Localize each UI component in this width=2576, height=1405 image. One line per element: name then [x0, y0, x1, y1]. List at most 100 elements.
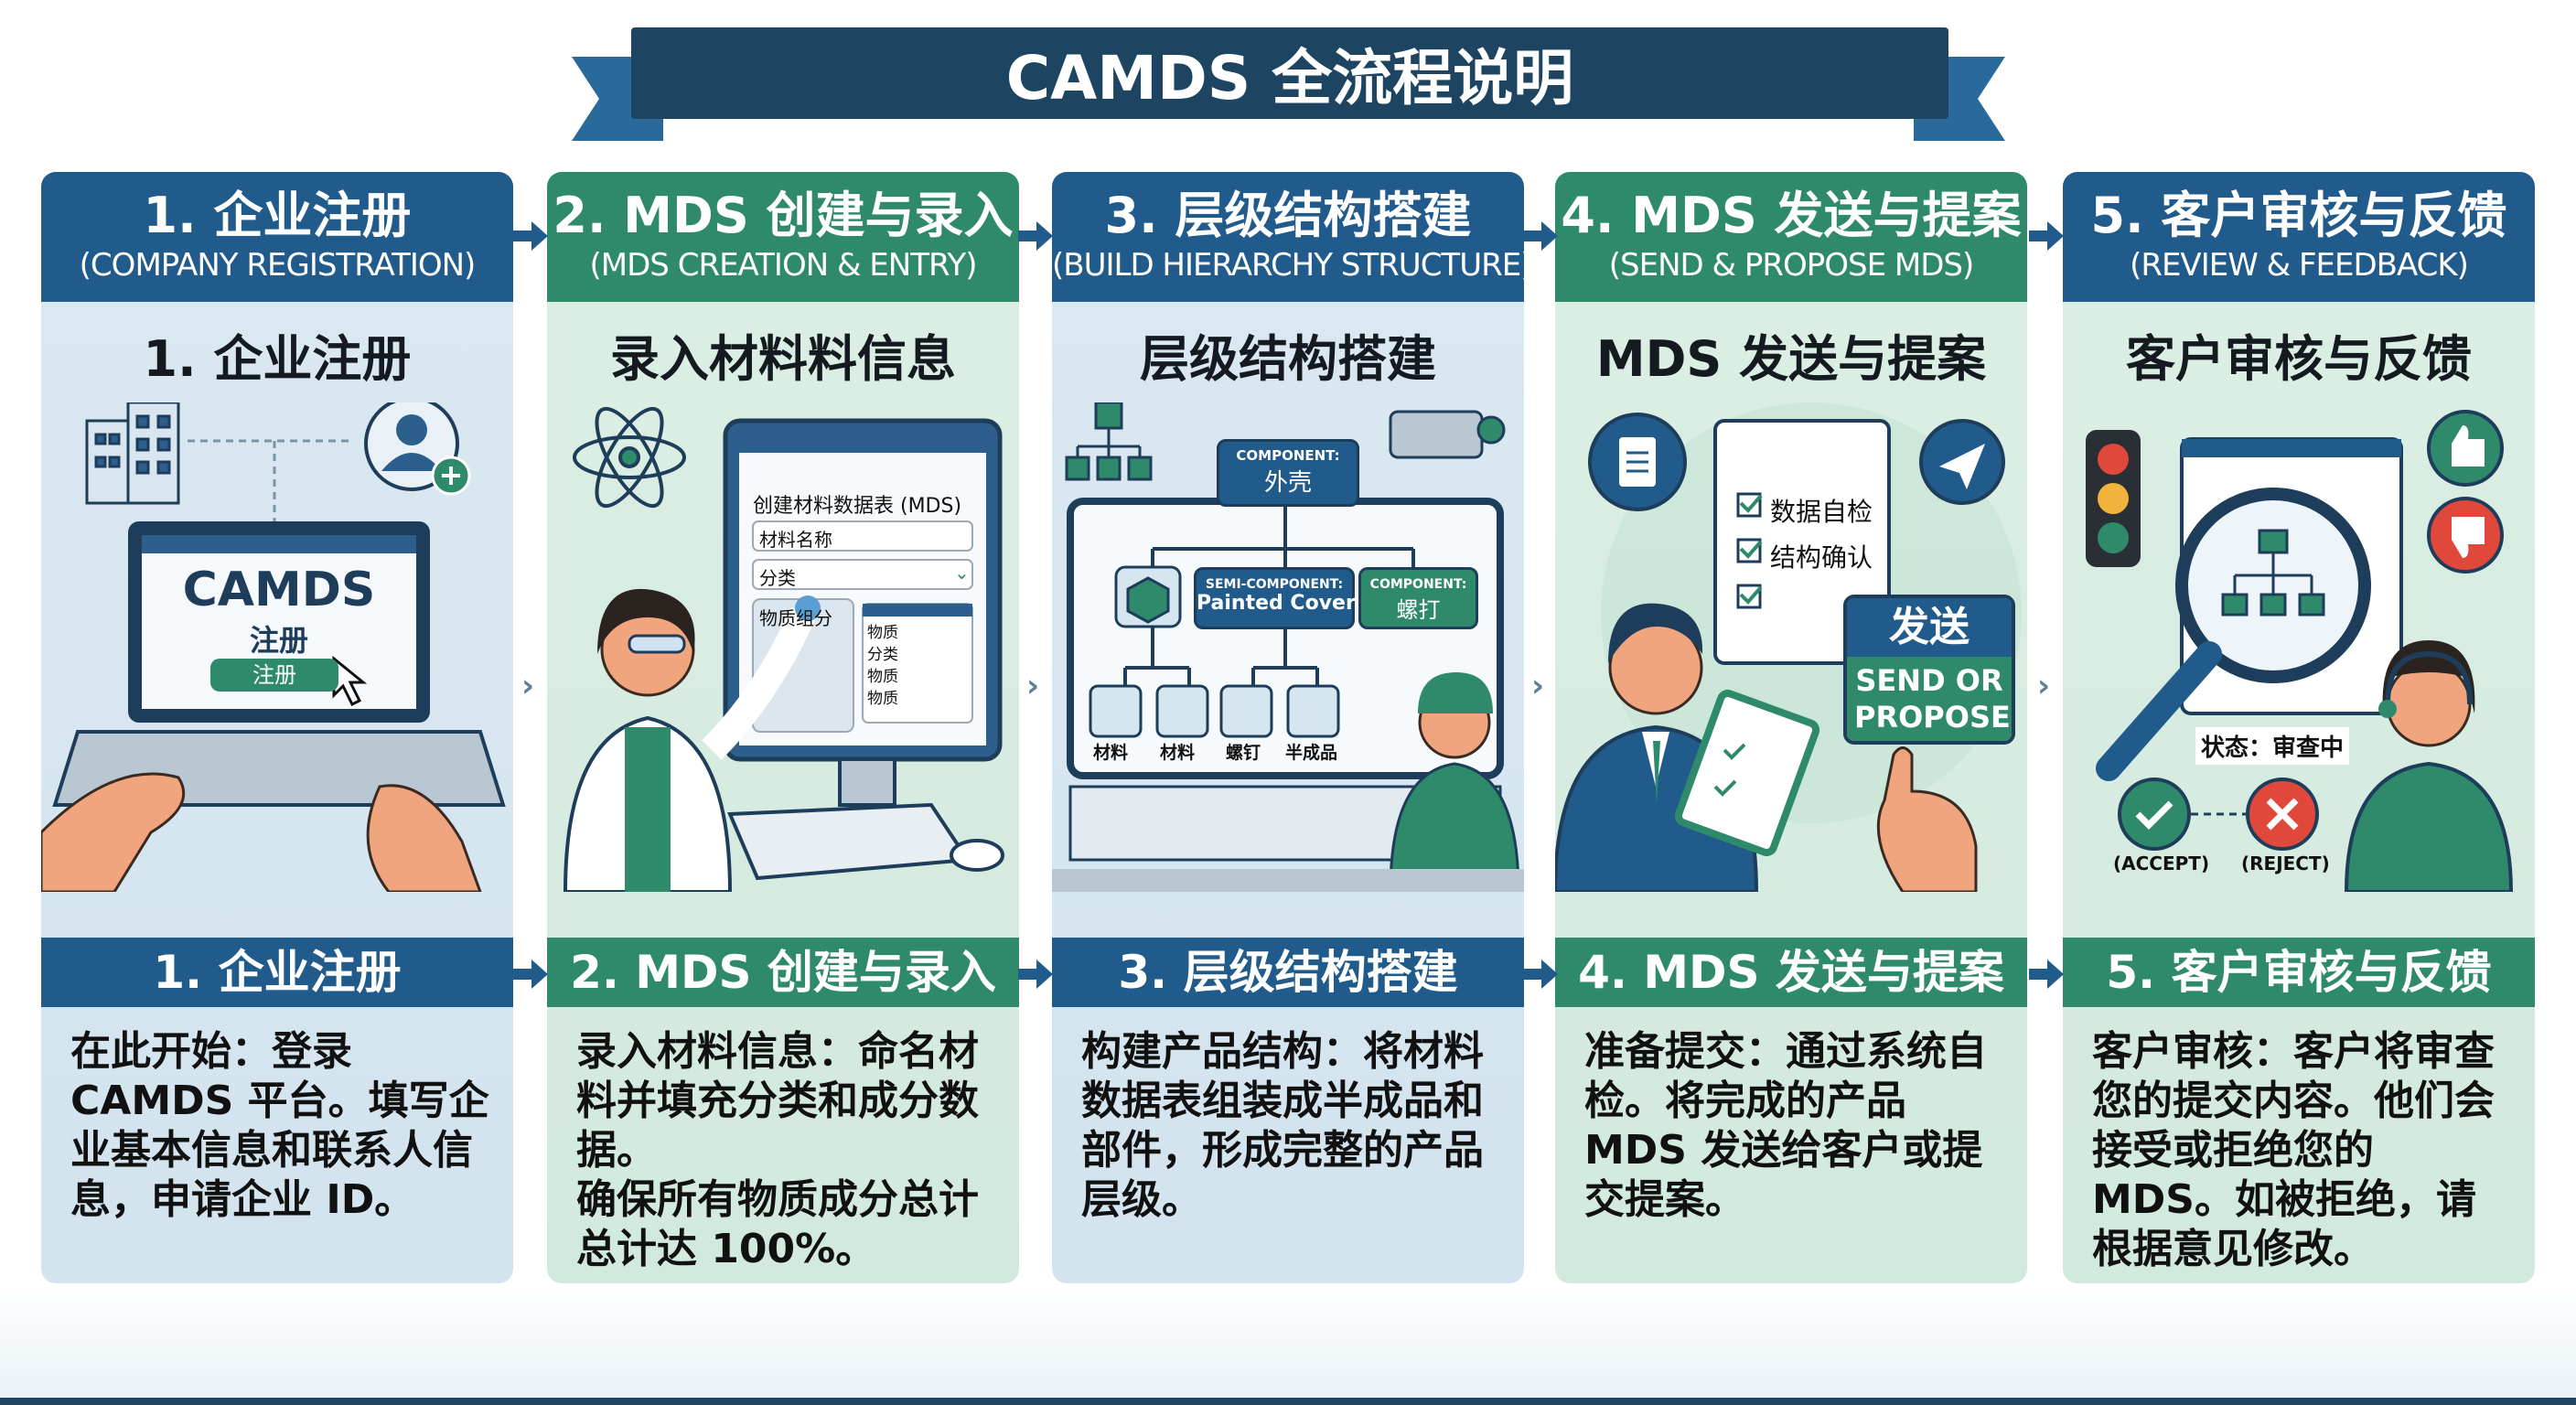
- step-description: 构建产品结构：将材料数据表组装成半成品和部件，形成完整的产品层级。: [1081, 1028, 1484, 1223]
- chevron-right-icon: ›: [521, 668, 535, 704]
- category-select[interactable]: 分类: [759, 567, 796, 589]
- leaf-label: 材料: [1093, 743, 1129, 763]
- step-heading: MDS 发送与提案: [1595, 330, 1987, 388]
- node-name: Painted Cover: [1197, 592, 1356, 615]
- step-header: 4. MDS 发送与提案 (SEND & PROPOSE MDS): [1555, 172, 2027, 302]
- monitor-icon: [723, 418, 1004, 881]
- page-title: CAMDS 全流程说明: [631, 27, 1948, 119]
- arrow-right-icon: [2029, 221, 2064, 251]
- step-bar: 1. 企业注册: [41, 938, 513, 1007]
- node-name: 外壳: [1263, 469, 1312, 497]
- hand-left: [41, 772, 186, 894]
- node-type: SEMI-COMPONENT:: [1205, 577, 1344, 592]
- list-item: 分类: [867, 646, 898, 664]
- reject-label: (REJECT): [2241, 853, 2330, 874]
- add-user-icon: [364, 396, 471, 496]
- step-3-panel: 3. 层级结构搭建 (BUILD HIERARCHY STRUCTURE) 层级…: [1052, 172, 1524, 1283]
- hierarchy-illustration: COMPONENT: 外壳 SEMI-COMPONENT: Painted Co…: [1052, 401, 1524, 894]
- thumbs-down-icon[interactable]: [2427, 497, 2504, 574]
- step-header: 2. MDS 创建与录入 (MDS CREATION & ENTRY): [547, 172, 1019, 302]
- step-bar: 2. MDS 创建与录入: [547, 938, 1019, 1007]
- arrow-right-icon: [1018, 960, 1053, 989]
- chevron-down-icon[interactable]: ⌄: [954, 562, 970, 584]
- cursor-icon: [332, 655, 368, 707]
- atom-icon: [573, 406, 686, 509]
- leaf-label: 螺钉: [1226, 743, 1261, 763]
- screen-title: CAMDS: [182, 563, 376, 617]
- send-or-propose-label: SEND OR PROPOSE: [1847, 657, 2012, 741]
- step-bar: 4. MDS 发送与提案: [1555, 938, 2027, 1007]
- paper-plane-icon: [1919, 419, 2005, 505]
- document-icon: [1588, 413, 1687, 511]
- scientist-icon: [563, 588, 821, 894]
- worker-icon: [1389, 672, 1520, 894]
- review-illustration: 状态：审查中 (ACCEPT) (REJECT): [2063, 402, 2535, 894]
- step-5-panel: 5. 客户审核与反馈 (REVIEW & FEEDBACK) 客户审核与反馈: [2063, 172, 2535, 1283]
- step-heading: 层级结构搭建: [1140, 330, 1436, 388]
- chevron-right-icon: ›: [1531, 668, 1545, 704]
- send-illustration: 数据自检 结构确认 发送 SEND OR PROPOSE: [1555, 402, 2027, 894]
- magnifier-icon: [2096, 488, 2371, 781]
- chevron-right-icon: ›: [1026, 668, 1040, 704]
- semi-component-node: SEMI-COMPONENT: Painted Cover: [1194, 567, 1356, 629]
- clipboard-icon: [1674, 689, 1820, 857]
- arrow-right-icon: [513, 221, 548, 251]
- thumbs-up-icon[interactable]: [2427, 410, 2504, 487]
- step-title-en: (REVIEW & FEEDBACK): [2130, 247, 2469, 284]
- list-item: 物质: [867, 668, 898, 686]
- step-bar: 5. 客户审核与反馈: [2063, 938, 2535, 1007]
- robot-arm-icon: [1389, 410, 1506, 459]
- leaf-label: 半成品: [1285, 743, 1338, 763]
- step-description: 在此开始：登录 CAMDS 平台。填写企业基本信息和联系人信息，申请企业 ID。: [70, 1028, 489, 1223]
- root-component-node: COMPONENT: 外壳: [1217, 439, 1359, 507]
- arrow-right-icon: [513, 960, 548, 989]
- register-button[interactable]: 注册: [210, 659, 338, 692]
- mds-entry-illustration: 创建材料数据表 (MDS) 材料名称 分类 ⌄ 物质组分 物质 分类 物质 物质: [547, 402, 1019, 894]
- step-title-en: (BUILD HIERARCHY STRUCTURE): [1052, 247, 1524, 284]
- step-title-en: (MDS CREATION & ENTRY): [589, 247, 978, 284]
- check-item: 结构确认: [1770, 542, 1873, 573]
- registration-illustration: CAMDS 注册 注册: [41, 396, 513, 894]
- step-heading: 1. 企业注册: [143, 330, 412, 388]
- step-title-en: (SEND & PROPOSE MDS): [1608, 247, 1974, 284]
- step-header: 1. 企业注册 (COMPANY REGISTRATION): [41, 172, 513, 302]
- check-item: 数据自检: [1770, 497, 1873, 527]
- step-description: 录入材料信息：命名材料并填充分类和成分数据。 确保所有物质成分总计总计达 100…: [576, 1028, 979, 1272]
- form-title: 创建材料数据表 (MDS): [753, 495, 962, 518]
- step-title: 3. 层级结构搭建: [1104, 187, 1472, 244]
- node-name: 螺打: [1396, 597, 1441, 623]
- list-item: 物质: [867, 624, 898, 642]
- step-title: 2. MDS 创建与录入: [553, 187, 1014, 244]
- step-heading: 客户审核与反馈: [2126, 330, 2472, 388]
- arrow-right-icon: [1523, 221, 1558, 251]
- arrow-right-icon: [1018, 221, 1053, 251]
- accept-label: (ACCEPT): [2113, 853, 2210, 874]
- pointing-hand: [1876, 746, 1978, 894]
- step-description: 客户审核：客户将审查您的提交内容。他们会接受或拒绝您的 MDS。如被拒绝，请根据…: [2092, 1028, 2495, 1272]
- substance-field[interactable]: 物质组分: [759, 607, 832, 629]
- step-title-en: (COMPANY REGISTRATION): [79, 247, 477, 284]
- review-status: 状态：审查中: [2195, 727, 2350, 765]
- arrow-right-icon: [2029, 960, 2064, 989]
- building-icon: [85, 401, 180, 505]
- node-type: COMPONENT:: [1369, 577, 1467, 592]
- node-type: COMPONENT:: [1236, 447, 1340, 464]
- step-2-panel: 2. MDS 创建与录入 (MDS CREATION & ENTRY) 录入材料…: [547, 172, 1019, 1283]
- step-title: 5. 客户审核与反馈: [2090, 187, 2507, 244]
- bottom-strip: [0, 1398, 2576, 1405]
- chevron-right-icon: ›: [2037, 668, 2051, 704]
- substance-list: 物质 分类 物质 物质: [867, 622, 898, 710]
- material-name-field[interactable]: 材料名称: [759, 529, 832, 551]
- arrow-right-icon: [1523, 960, 1558, 989]
- step-heading: 录入材料料信息: [610, 330, 956, 388]
- cube-icon: [1126, 576, 1170, 624]
- hierarchy-icon: [1065, 401, 1153, 481]
- send-button[interactable]: 发送 SEND OR PROPOSE: [1843, 595, 2015, 745]
- step-header: 5. 客户审核与反馈 (REVIEW & FEEDBACK): [2063, 172, 2535, 302]
- check-icon[interactable]: [2118, 778, 2191, 851]
- screen-subtitle: 注册: [249, 623, 308, 658]
- cross-icon[interactable]: [2246, 778, 2319, 851]
- step-4-panel: 4. MDS 发送与提案 (SEND & PROPOSE MDS) MDS 发送…: [1555, 172, 2027, 1283]
- step-description: 准备提交：通过系统自检。将完成的产品 MDS 发送给客户或提交提案。: [1584, 1028, 1987, 1223]
- component-node: COMPONENT: 螺打: [1358, 567, 1478, 629]
